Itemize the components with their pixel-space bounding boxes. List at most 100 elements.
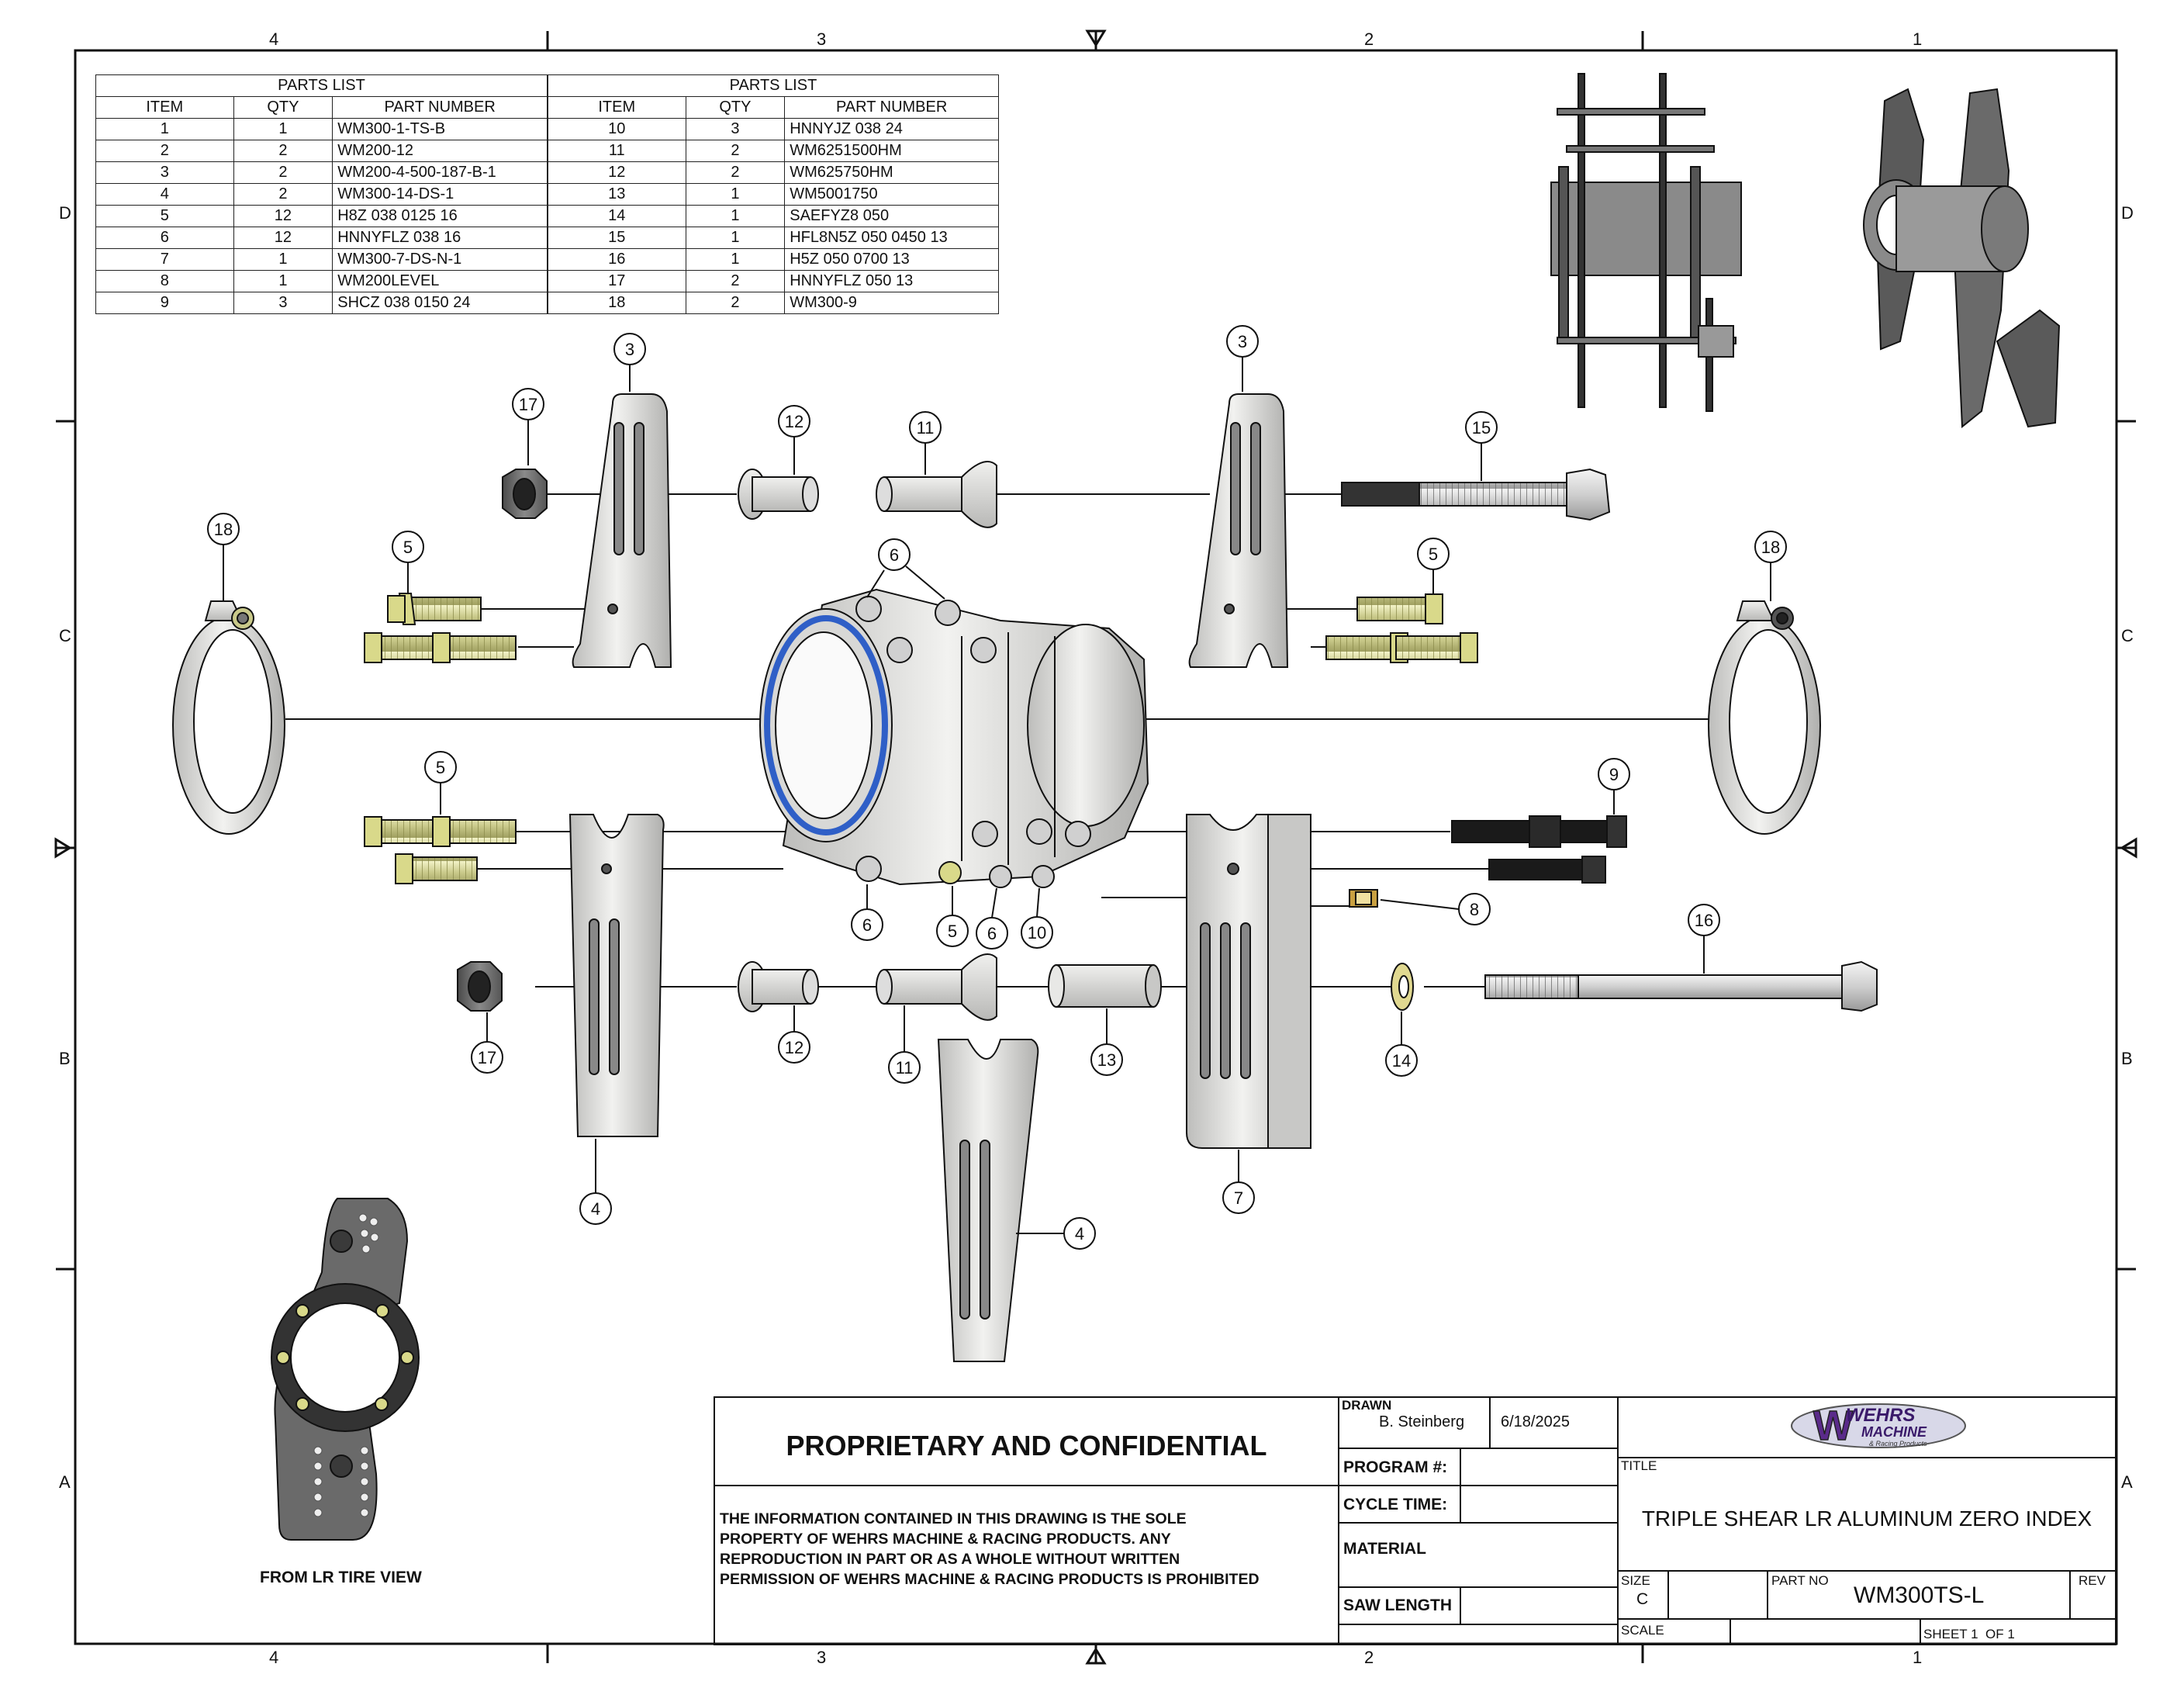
size-spacer-cell	[1667, 1570, 1768, 1620]
qty-cell: 2	[685, 161, 786, 184]
plate-item3-left	[572, 393, 672, 668]
item-cell: 14	[548, 205, 686, 227]
drawn-date-cell	[1489, 1396, 1619, 1449]
sheet-info: SHEET 1 OF 1	[1923, 1627, 2015, 1642]
qty-cell: 3	[233, 292, 333, 314]
balloon-3-right: 3	[1226, 325, 1259, 392]
zone-col-3-top: 3	[817, 29, 827, 49]
zone-row-a-left: A	[59, 1472, 71, 1492]
cycle-input	[1460, 1485, 1619, 1524]
balloon-18-left: 18	[207, 513, 240, 601]
plate-item4-center	[937, 1039, 1039, 1362]
ring-clamp-right	[1708, 600, 1821, 835]
qty-cell: 1	[685, 205, 786, 227]
drawn-label: DRAWN	[1342, 1398, 1392, 1413]
view-label: FROM LR TIRE VIEW	[260, 1569, 422, 1586]
ring-clamp-left	[172, 600, 285, 835]
qty-cell: 2	[233, 183, 333, 206]
qty-cell: 12	[233, 227, 333, 249]
part-number-cell: WM300-1-TS-B	[332, 118, 548, 140]
cycle-label: CYCLE TIME:	[1343, 1496, 1448, 1513]
qty-cell: 3	[685, 118, 786, 140]
lr-tire-view	[271, 1198, 420, 1541]
svg-text:4: 4	[591, 1199, 600, 1219]
zone-col-1-top: 1	[1913, 29, 1923, 49]
balloon-6-lower-center: 6	[976, 887, 1008, 950]
balloon-5-upper-right: 5	[1417, 538, 1450, 593]
pin-item11-lower	[876, 953, 997, 1021]
exploded-assembly	[172, 393, 1878, 1362]
svg-text:WEHRS: WEHRS	[1846, 1405, 1915, 1426]
item-cell: 7	[95, 248, 234, 271]
item-cell: 6	[95, 227, 234, 249]
logo-cell	[1617, 1396, 2117, 1458]
program-input	[1460, 1448, 1619, 1486]
svg-text:11: 11	[917, 418, 935, 438]
item-cell: 4	[95, 183, 234, 206]
balloon-17-lower: 17	[471, 1012, 503, 1074]
zone-col-4-bottom: 4	[269, 1648, 279, 1667]
svg-text:6: 6	[862, 915, 872, 935]
qty-cell: 2	[685, 270, 786, 292]
svg-text:12: 12	[785, 412, 803, 431]
balloon-6-lower-left: 6	[851, 884, 883, 941]
svg-text:3: 3	[1238, 332, 1247, 351]
part-number-cell: H5Z 050 0700 13	[784, 248, 999, 271]
part-number-cell: WM200-12	[332, 140, 548, 162]
partno-label: PART NO	[1771, 1573, 1829, 1588]
pin-item11-upper	[876, 461, 997, 528]
part-number-cell: HFL8N5Z 050 0450 13	[784, 227, 999, 249]
scale-label: SCALE	[1621, 1623, 1664, 1638]
svg-text:10: 10	[1028, 923, 1046, 943]
hub-item1	[759, 588, 1149, 888]
part-number-cell: HNNYFLZ 050 13	[784, 270, 999, 292]
item-cell: 15	[548, 227, 686, 249]
zone-row-a-right: A	[2121, 1472, 2133, 1492]
qty-cell: 1	[685, 227, 786, 249]
svg-text:7: 7	[1234, 1188, 1243, 1208]
confidential-title: PROPRIETARY AND CONFIDENTIAL	[786, 1430, 1267, 1461]
part-number-cell: WM625750HM	[784, 161, 999, 184]
column-header-item: ITEM	[95, 96, 234, 119]
column-header-item: ITEM	[548, 96, 686, 119]
svg-text:13: 13	[1097, 1050, 1116, 1070]
svg-text:12: 12	[785, 1038, 803, 1057]
item-cell: 8	[95, 270, 234, 292]
material-label: MATERIAL	[1343, 1540, 1426, 1558]
svg-text:5: 5	[403, 538, 413, 557]
plate-item3-right	[1188, 393, 1289, 668]
item-cell: 18	[548, 292, 686, 314]
qty-cell: 2	[685, 140, 786, 162]
spacer-item13	[1048, 964, 1162, 1008]
sheet-cell	[1920, 1618, 2117, 1645]
svg-text:15: 15	[1472, 418, 1491, 438]
balloon-10: 10	[1021, 887, 1053, 949]
rev-label: REV	[2079, 1573, 2106, 1588]
balloon-12-lower: 12	[778, 1005, 810, 1064]
item-cell: 2	[95, 140, 234, 162]
zone-col-2-bottom: 2	[1364, 1648, 1374, 1667]
part-number-cell: HNNYFLZ 038 16	[332, 227, 548, 249]
item-cell: 11	[548, 140, 686, 162]
part-number-cell: H8Z 038 0125 16	[332, 205, 548, 227]
partno-cell	[1767, 1570, 2071, 1620]
partno-value: WM300TS-L	[1854, 1582, 1985, 1608]
balloon-6-upper: 6	[866, 538, 945, 600]
zone-row-d-right: D	[2121, 203, 2134, 223]
balloon-4-left: 4	[579, 1139, 612, 1225]
item-cell: 13	[548, 183, 686, 206]
assembly-side-view	[1550, 73, 1742, 412]
balloon-5-lower-center: 5	[936, 886, 969, 947]
